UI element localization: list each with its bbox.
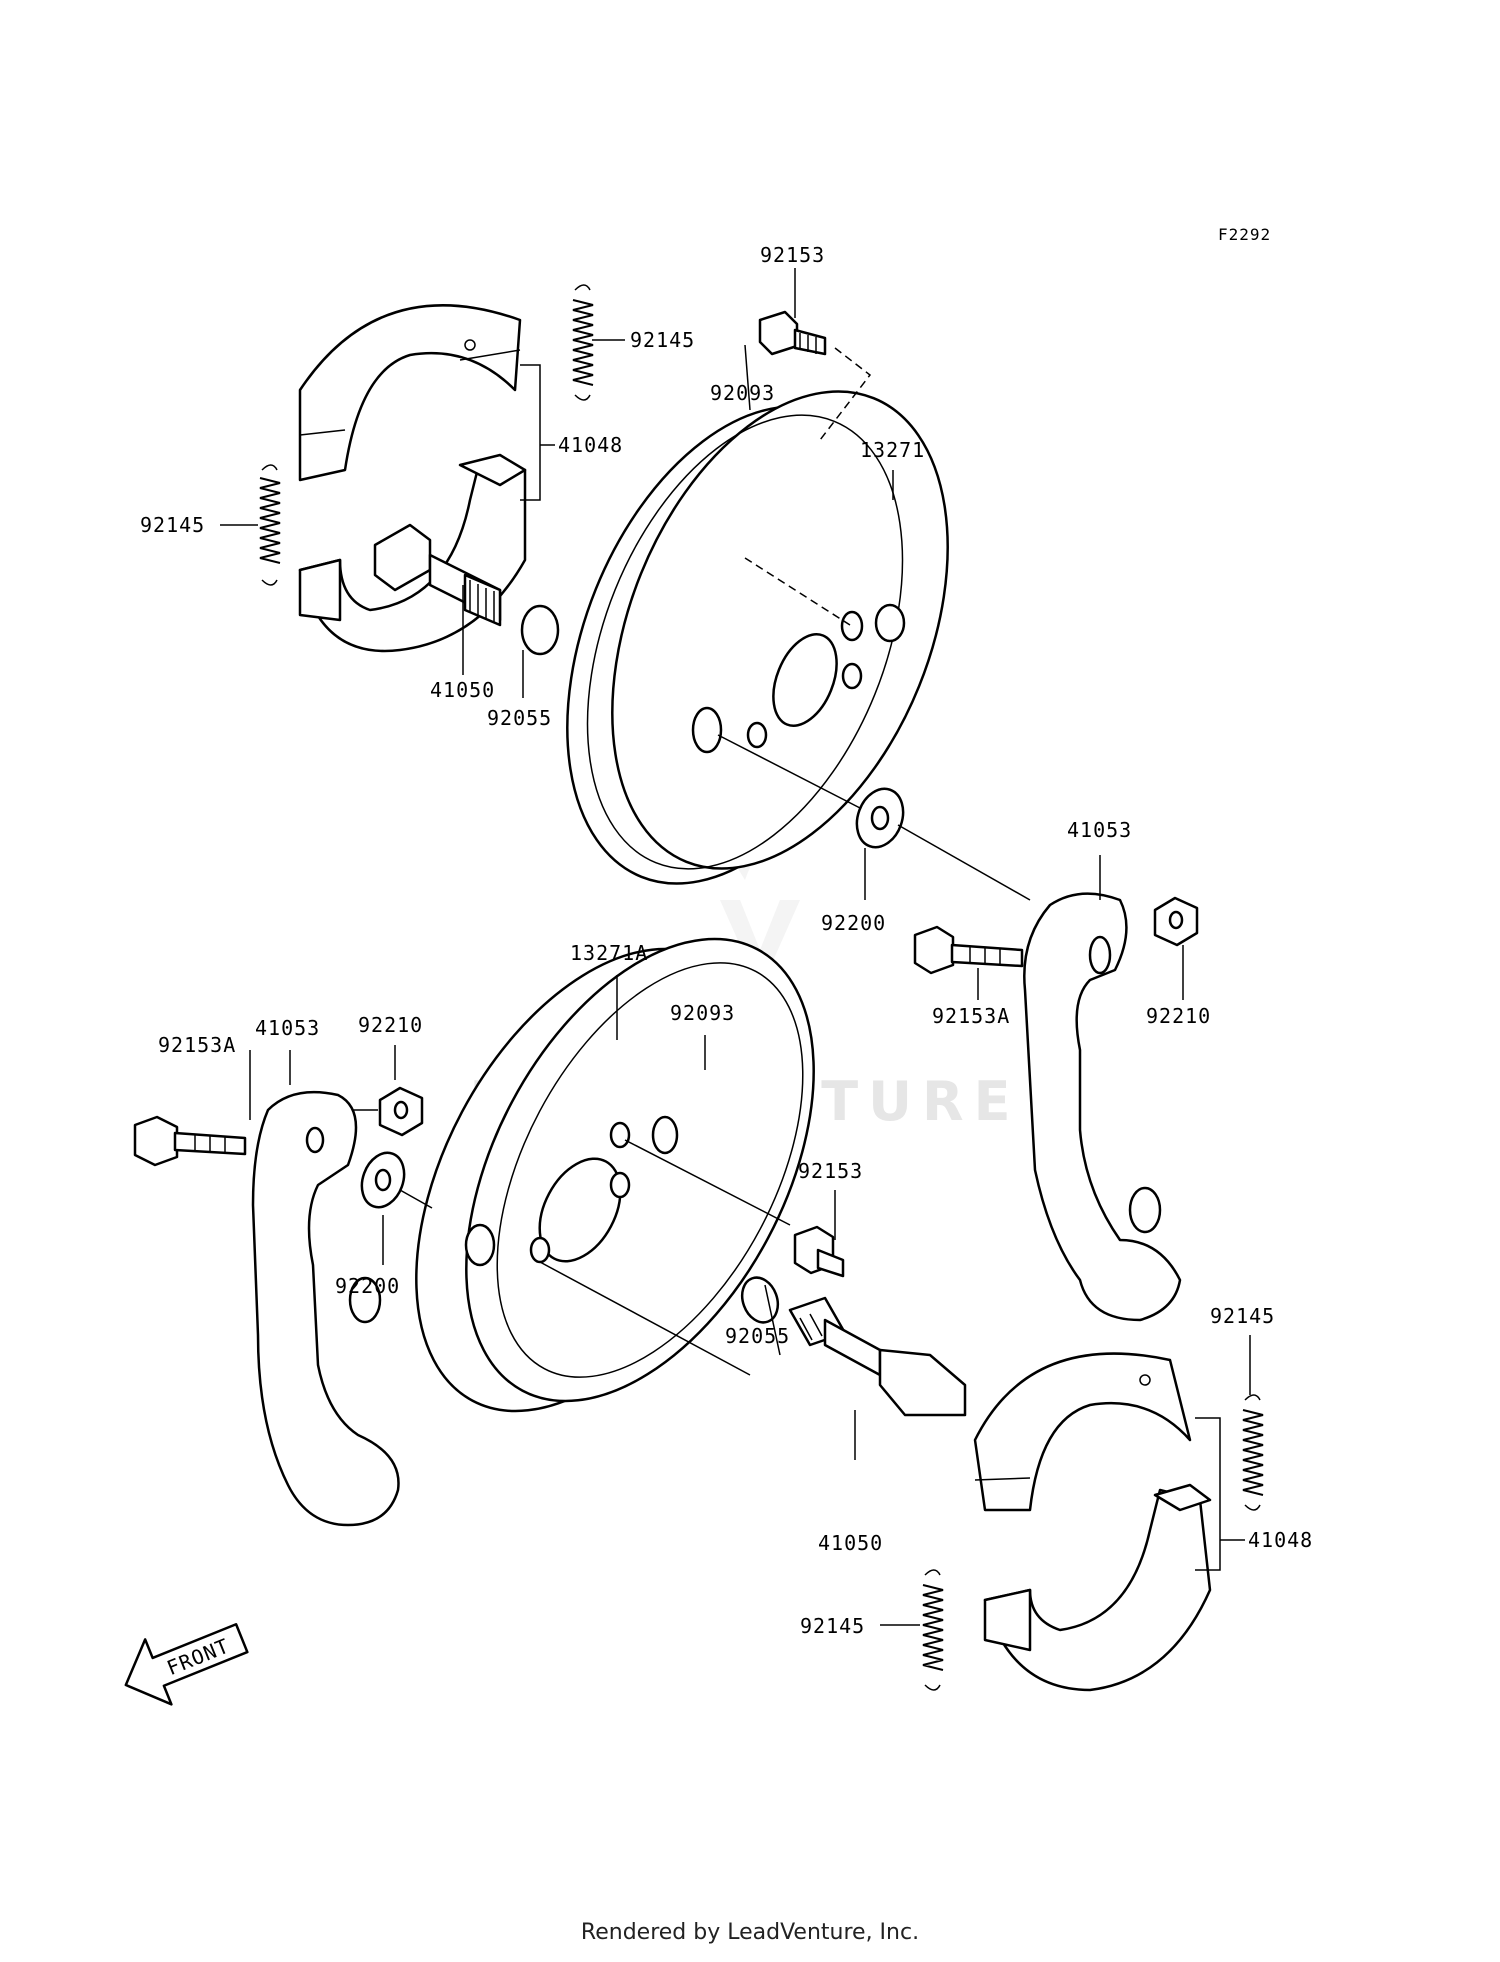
- callout-92145-upper-right: 92145: [630, 328, 695, 352]
- callout-92210-upper: 92210: [1146, 1004, 1211, 1028]
- front-direction-arrow: FRONT: [124, 1622, 249, 1706]
- callout-92145-upper-left: 92145: [140, 513, 205, 537]
- brake-lever-41053-lower: [251, 1090, 400, 1527]
- leader-washer-to-lever-upper: [897, 824, 1031, 901]
- washer-92200-lower: [360, 1151, 406, 1209]
- brake-drum-lower: [415, 937, 815, 1413]
- leader-drum-to-oring-lower: [539, 1261, 751, 1376]
- callout-41053-lower: 41053: [255, 1016, 320, 1040]
- callout-92153-lower: 92153: [798, 1159, 863, 1183]
- brake-shoe-lower-top: [973, 1352, 1192, 1512]
- bolt-92153-upper: [758, 310, 827, 356]
- washer-92200-upper: [855, 787, 905, 849]
- callout-92145-lower-right: 92145: [1210, 1304, 1275, 1328]
- bolt-92153A-lower: [133, 1115, 247, 1167]
- leader-washer-to-drum-lower: [399, 1189, 433, 1209]
- callout-41048-upper: 41048: [558, 433, 623, 457]
- callout-92200-lower: 92200: [335, 1274, 400, 1298]
- nut-92210-lower: [378, 1086, 424, 1137]
- callout-leaders: [220, 268, 1251, 1626]
- leader-bolt-to-drum: [819, 347, 872, 441]
- callout-92153-upper: 92153: [760, 243, 825, 267]
- callout-41050-lower: 41050: [818, 1531, 883, 1555]
- callout-13271: 13271: [860, 438, 925, 462]
- spring-92145-upper-left: [259, 464, 281, 586]
- callout-92055-upper: 92055: [487, 706, 552, 730]
- callout-92153A-upper: 92153A: [932, 1004, 1010, 1028]
- leader-drum-to-washer-upper: [717, 734, 861, 809]
- brake-shoe-lower-bottom: [983, 1483, 1212, 1692]
- spring-92145-lower-left: [922, 1569, 944, 1691]
- spring-92145-upper-right: [572, 284, 594, 401]
- footer-credit: Rendered by LeadVenture, Inc.: [580, 1920, 920, 1945]
- callout-92200-upper: 92200: [821, 911, 886, 935]
- diagram-ref-code: F2292: [1218, 225, 1271, 244]
- callout-92145-lower-left: 92145: [800, 1614, 865, 1638]
- brake-drum-upper: [566, 390, 949, 885]
- nut-92210-upper: [1153, 896, 1199, 947]
- callout-92093-lower: 92093: [670, 1001, 735, 1025]
- o-ring-92055-upper: [520, 604, 560, 656]
- callout-41053-upper: 41053: [1067, 818, 1132, 842]
- camshaft-41050-lower: [788, 1296, 967, 1417]
- leader-drum-to-bolt-lower: [624, 1139, 791, 1226]
- bolt-92153-lower: [793, 1225, 845, 1278]
- camshaft-41050-upper: [373, 523, 502, 627]
- bolt-92153A-upper: [913, 925, 1024, 975]
- callout-92093-upper: 92093: [710, 381, 775, 405]
- o-ring-92055-lower: [740, 1276, 780, 1324]
- brake-lever-41053-upper: [1023, 892, 1182, 1322]
- spring-92145-lower-right: [1242, 1394, 1264, 1511]
- callout-92153A-lower: 92153A: [158, 1033, 236, 1057]
- callout-41050-upper: 41050: [430, 678, 495, 702]
- callout-41048-lower: 41048: [1248, 1528, 1313, 1552]
- callout-13271A: 13271A: [570, 941, 648, 965]
- brake-shoe-upper-top: [298, 304, 522, 482]
- callout-92055-lower: 92055: [725, 1324, 790, 1348]
- callout-92210-lower: 92210: [358, 1013, 423, 1037]
